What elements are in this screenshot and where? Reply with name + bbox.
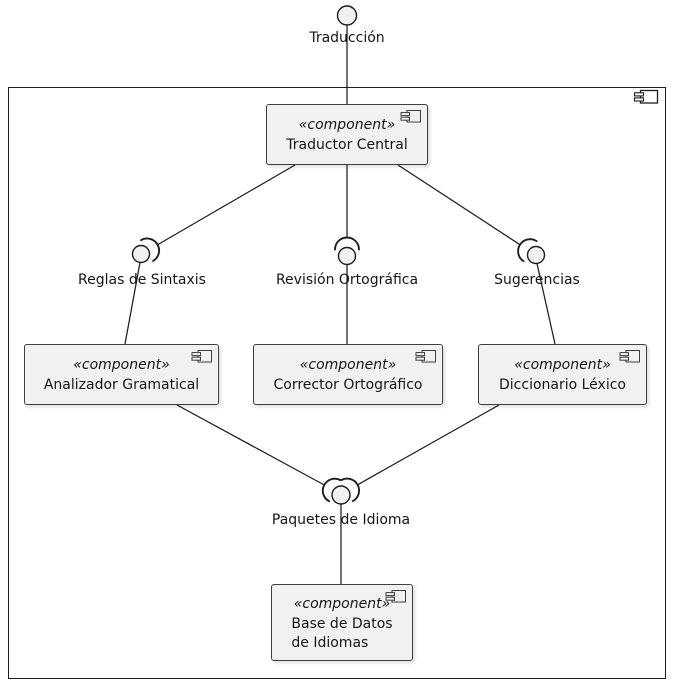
component-name: Base de Datos de Idiomas <box>291 615 393 651</box>
component-diccionario-lexico: «component» Diccionario Léxico <box>478 344 647 405</box>
system-boundary <box>8 87 666 679</box>
connector-reglas-to-analizador <box>124 262 141 345</box>
interface-ball-paquetes-de-idioma <box>331 485 351 505</box>
socket-sugerencias <box>517 238 538 263</box>
component-name: Diccionario Léxico <box>499 377 626 393</box>
component-stereotype: «component» <box>298 117 396 133</box>
component-icon <box>619 349 641 364</box>
connector-central-to-reglas <box>157 164 296 246</box>
socket-paquetes-left <box>321 477 342 503</box>
component-name: Analizador Gramatical <box>43 377 200 393</box>
interface-label-sugerencias: Sugerencias <box>494 272 580 288</box>
socket-revision-ortografica <box>334 236 360 251</box>
connector-analizador-to-paquetes <box>176 404 325 486</box>
socket-reglas-de-sintaxis <box>140 237 161 262</box>
connector-central-to-sugerencias <box>397 164 521 246</box>
component-base-de-datos-de-idiomas: «component» Base de Datos de Idiomas <box>271 584 413 661</box>
component-analizador-gramatical: «component» Analizador Gramatical <box>24 344 219 405</box>
interface-label-reglas-de-sintaxis: Reglas de Sintaxis <box>78 272 206 288</box>
socket-paquetes-right <box>340 477 361 503</box>
component-name: Traductor Central <box>286 137 408 153</box>
interface-ball-sugerencias <box>526 245 546 265</box>
component-stereotype: «component» <box>514 357 611 373</box>
component-icon <box>191 349 213 364</box>
component-corrector-ortografico: «component» Corrector Ortográfico <box>253 344 443 405</box>
component-icon <box>400 109 422 124</box>
interface-label-traduccion: Traducción <box>309 30 385 46</box>
component-name: Corrector Ortográfico <box>273 377 423 393</box>
component-icon <box>385 589 407 604</box>
boundary-component-icon <box>633 89 659 104</box>
connector-sugerencias-to-diccionario <box>536 263 556 345</box>
connector-diccionario-to-paquetes <box>357 404 500 486</box>
component-icon <box>415 349 437 364</box>
interface-ball-revision-ortografica <box>337 246 357 266</box>
component-stereotype: «component» <box>73 357 170 373</box>
component-stereotype: «component» <box>299 357 397 373</box>
interface-ball-traduccion <box>336 5 358 26</box>
component-traductor-central: «component» Traductor Central <box>266 104 428 165</box>
interface-label-revision-ortografica: Revisión Ortográfica <box>275 272 419 288</box>
component-stereotype: «component» <box>293 595 391 612</box>
interface-label-paquetes-de-idioma: Paquetes de Idioma <box>271 512 411 528</box>
interface-ball-reglas-de-sintaxis <box>131 244 151 264</box>
